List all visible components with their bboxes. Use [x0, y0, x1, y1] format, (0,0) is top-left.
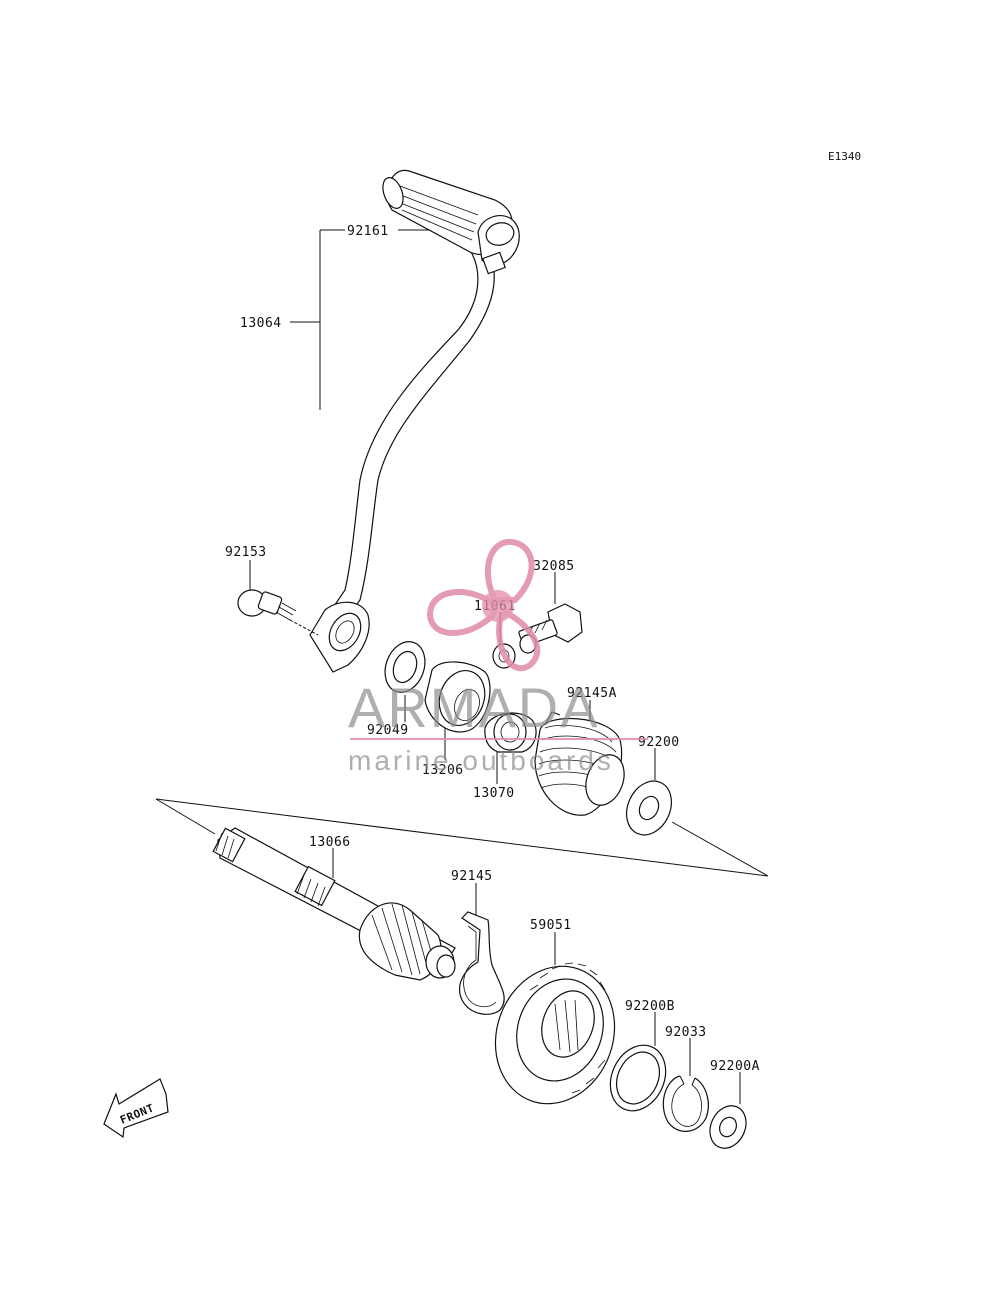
- label-13064: 13064: [240, 316, 282, 331]
- bolt-92153-part: [237, 589, 319, 636]
- part-labels: 92161 13064 92153 32085 11061 92049 1320…: [225, 224, 760, 1074]
- kick-lever: [309, 239, 495, 673]
- holder-13206-part: [424, 661, 491, 733]
- label-32085: 32085: [533, 559, 575, 574]
- spring-92145-part: [458, 911, 505, 1015]
- kick-gear-59051-part: [494, 962, 616, 1105]
- diagram-code: E1340: [828, 150, 861, 163]
- label-59051: 59051: [530, 918, 572, 933]
- label-92033: 92033: [665, 1025, 707, 1040]
- label-92145: 92145: [451, 869, 493, 884]
- label-13066: 13066: [309, 835, 351, 850]
- seal-92049-part: [384, 641, 426, 693]
- bolt-32085-part: [518, 603, 583, 654]
- watermark-tagline: marine outboards: [348, 745, 614, 776]
- washer-92200-part: [625, 780, 673, 836]
- propeller-logo: [426, 538, 541, 672]
- watermark-brand: ARMADA: [348, 676, 600, 739]
- washer-92200a-part: [709, 1105, 747, 1149]
- label-92200: 92200: [638, 735, 680, 750]
- assembly-frame: [155, 798, 769, 877]
- label-92145a: 92145A: [567, 686, 617, 701]
- watermark: ARMADA marine outboards: [348, 538, 648, 776]
- label-92200a: 92200A: [710, 1059, 760, 1074]
- kick-grip: [382, 169, 520, 275]
- label-92049: 92049: [367, 723, 409, 738]
- front-direction-arrow: FRONT: [103, 1078, 169, 1139]
- label-13070: 13070: [473, 786, 515, 801]
- kick-shaft-13066-part: [212, 827, 456, 981]
- washer-92200b-part: [609, 1044, 667, 1112]
- label-92153: 92153: [225, 545, 267, 560]
- circlip-92033-part: [662, 1075, 709, 1132]
- label-92200b: 92200B: [625, 999, 675, 1014]
- leader-lines: [249, 229, 741, 1104]
- label-13206: 13206: [422, 763, 464, 778]
- label-92161: 92161: [347, 224, 389, 239]
- spring-92145a-part: [534, 711, 625, 816]
- collar-13070-part: [484, 712, 537, 753]
